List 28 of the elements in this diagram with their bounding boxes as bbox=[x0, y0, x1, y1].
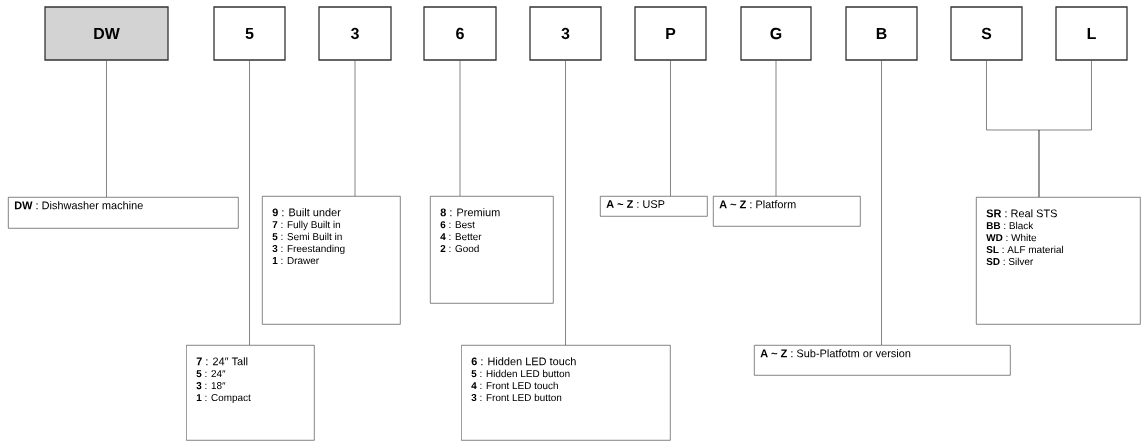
legend-box: SR : Real STS BB : Black WD : White SL : ALF material SD : Silver bbox=[976, 197, 1141, 325]
connector-line bbox=[1038, 60, 1092, 198]
code-box: L bbox=[1055, 6, 1128, 61]
legend-box: A ~ Z : Platform bbox=[713, 196, 861, 227]
connector-line bbox=[249, 60, 250, 346]
connector-line bbox=[670, 60, 671, 197]
code-box: B bbox=[845, 6, 918, 61]
connector-line bbox=[459, 60, 461, 197]
connector-line bbox=[881, 60, 882, 346]
legend-box: 6 : Hidden LED touch 5 : Hidden LED button 4 : Front LED touch 3 : Front LED button bbox=[461, 345, 671, 441]
legend-box: 8 : Premium 6 : Best 4 : Better 2 : Good bbox=[430, 196, 554, 304]
code-box: G bbox=[740, 6, 812, 61]
connector-line bbox=[106, 60, 107, 198]
legend-box: 9 : Built under 7 : Fully Built in 5 : Semi Built in 3 : Freestanding 1 : Drawer bbox=[262, 196, 401, 325]
code-box: 6 bbox=[423, 6, 497, 61]
code-box: 5 bbox=[213, 6, 286, 61]
connector-line bbox=[354, 60, 356, 197]
legend-box: 7 : 24″ Tall 5 : 24″ 3 : 18″ 1 : Compact bbox=[186, 345, 315, 441]
connector-line bbox=[565, 60, 566, 346]
legend-box: DW : Dishwasher machine bbox=[8, 197, 239, 229]
connector-line bbox=[775, 60, 777, 197]
code-box: 3 bbox=[318, 6, 392, 61]
code-box: DW bbox=[44, 6, 169, 61]
code-box: 3 bbox=[529, 6, 602, 61]
code-box: P bbox=[634, 6, 707, 61]
legend-box: A ~ Z : USP bbox=[600, 196, 708, 217]
code-box: S bbox=[950, 6, 1023, 61]
legend-box: A ~ Z : Sub-Platfotm or version bbox=[754, 345, 1011, 376]
